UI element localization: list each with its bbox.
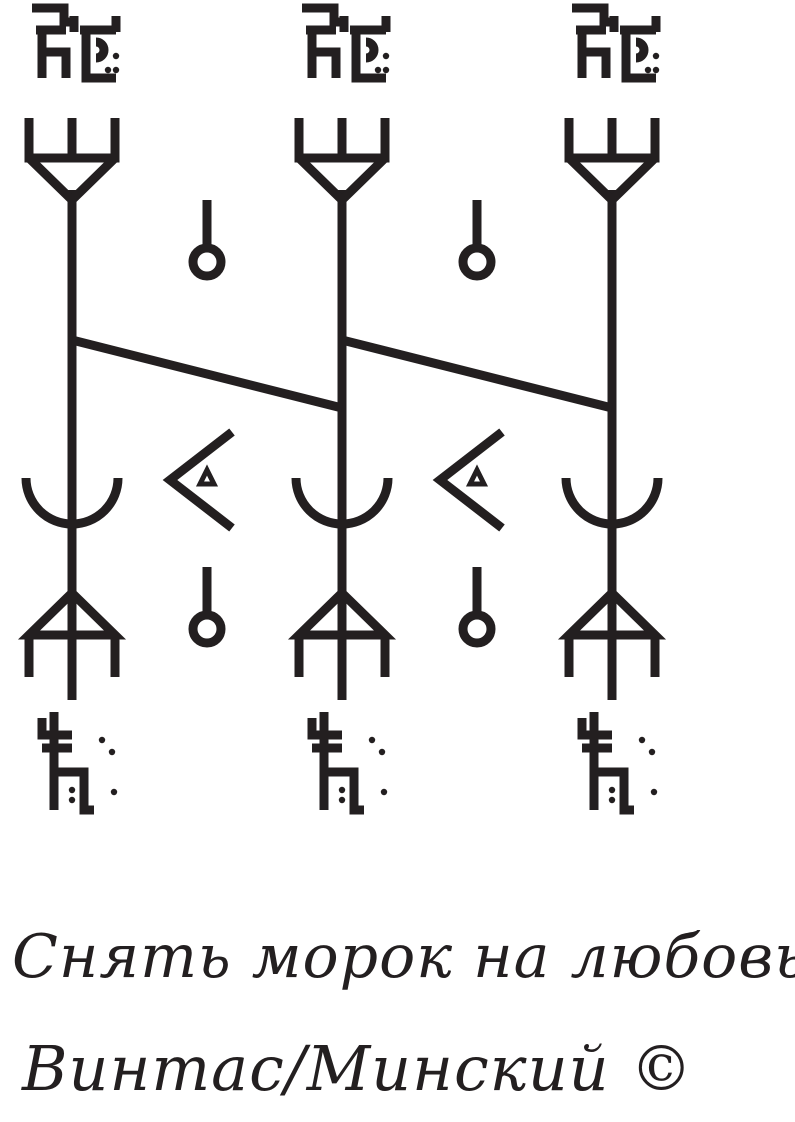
runic-script-icon xyxy=(307,712,388,815)
pendant-circle-icon xyxy=(458,200,496,281)
trident-down-icon xyxy=(294,118,390,207)
runic-script-icon xyxy=(577,712,658,815)
trident-up-icon xyxy=(557,586,667,677)
pendant-circle-icon xyxy=(188,200,226,281)
runic-script-icon xyxy=(32,3,121,83)
author-credit: Винтас/Минский © xyxy=(22,1032,694,1105)
runic-script-icon xyxy=(302,3,391,83)
chevron-triangle-icon xyxy=(162,428,235,532)
trident-up-icon xyxy=(17,586,127,677)
pendant-circle-icon xyxy=(188,567,226,648)
trident-down-icon xyxy=(564,118,660,207)
runic-script-icon xyxy=(572,3,661,83)
chevron-triangle-icon xyxy=(432,428,505,532)
runic-stav-figure xyxy=(17,3,667,815)
crescent-arc-icon xyxy=(291,477,393,529)
trident-up-icon xyxy=(287,586,397,677)
crescent-arc-icon xyxy=(561,477,663,529)
diagonal-connector-2 xyxy=(340,335,614,413)
crescent-arc-icon xyxy=(21,477,123,529)
stav-title: Снять морок на любовь xyxy=(12,922,795,992)
trident-down-icon xyxy=(24,118,120,207)
diagonal-connector-1 xyxy=(70,335,344,413)
runic-script-icon xyxy=(37,712,118,815)
pendant-circle-icon xyxy=(458,567,496,648)
